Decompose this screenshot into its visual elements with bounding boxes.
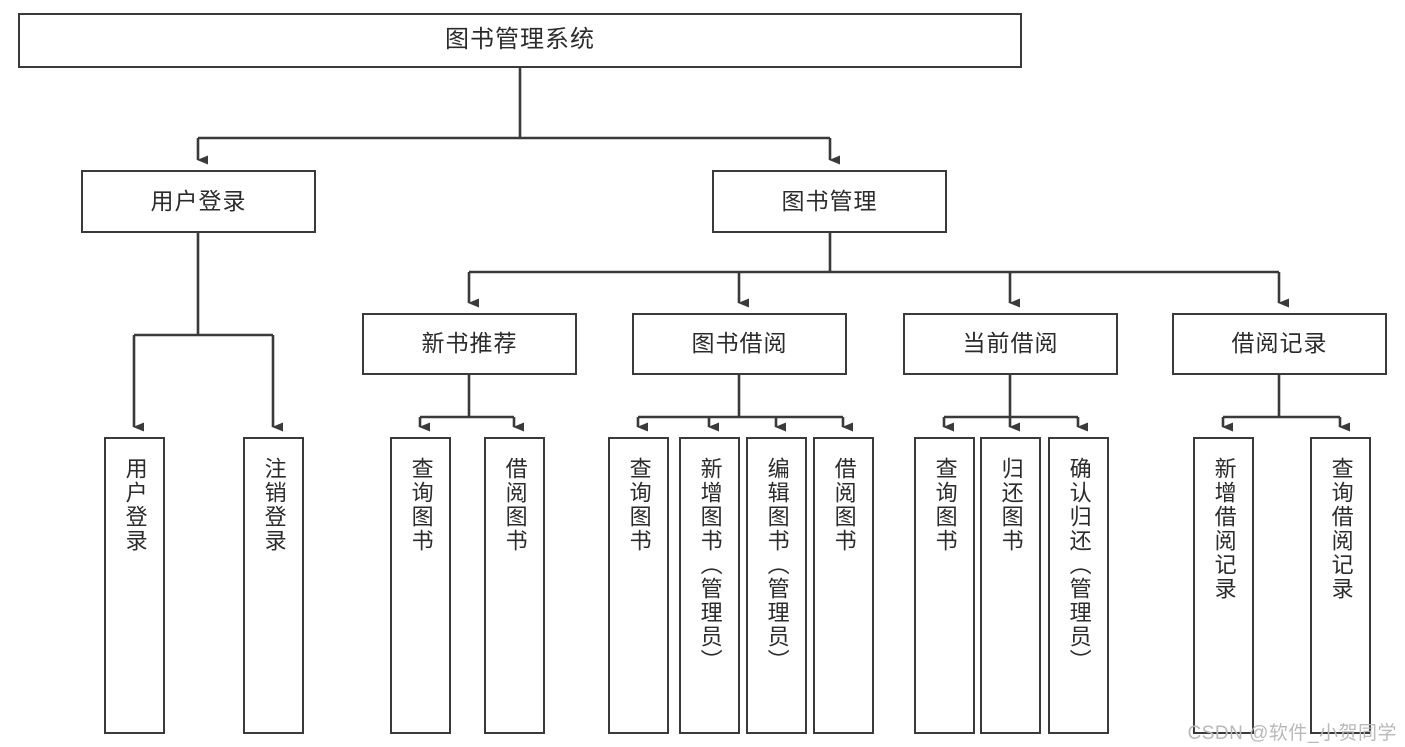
leaf-label: 查询图书 bbox=[408, 457, 434, 553]
leaf-edit-book-admin[interactable]: 编辑图书（管理员） bbox=[746, 437, 807, 734]
leaf-label: 归还图书 bbox=[998, 457, 1024, 553]
leaf-add-book-admin[interactable]: 新增图书（管理员） bbox=[679, 437, 740, 734]
leaf-borrow-book-2[interactable]: 借阅图书 bbox=[813, 437, 874, 734]
leaf-query-book-3[interactable]: 查询图书 bbox=[914, 437, 975, 734]
leaf-user-login[interactable]: 用户登录 bbox=[104, 437, 165, 734]
leaf-label: 查询图书 bbox=[932, 457, 958, 553]
node-book-manage[interactable]: 图书管理 bbox=[712, 170, 947, 233]
node-book-borrow[interactable]: 图书借阅 bbox=[632, 313, 847, 375]
node-borrow-record[interactable]: 借阅记录 bbox=[1172, 313, 1387, 375]
leaf-label: 借阅图书 bbox=[502, 457, 528, 553]
leaf-borrow-book-1[interactable]: 借阅图书 bbox=[484, 437, 545, 734]
leaf-return-book[interactable]: 归还图书 bbox=[980, 437, 1041, 734]
leaf-label: 用户登录 bbox=[122, 457, 148, 553]
leaf-label: 确认归还（管理员） bbox=[1066, 457, 1092, 673]
leaf-label: 借阅图书 bbox=[831, 457, 857, 553]
leaf-add-borrow-record[interactable]: 新增借阅记录 bbox=[1193, 437, 1254, 734]
leaf-label: 新增借阅记录 bbox=[1211, 457, 1237, 601]
node-new-book-recommend[interactable]: 新书推荐 bbox=[362, 313, 577, 375]
leaf-query-book-2[interactable]: 查询图书 bbox=[608, 437, 669, 734]
leaf-query-book-1[interactable]: 查询图书 bbox=[390, 437, 451, 734]
leaf-logout[interactable]: 注销登录 bbox=[243, 437, 304, 734]
node-current-borrow[interactable]: 当前借阅 bbox=[903, 313, 1118, 375]
csdn-watermark: CSDN @软件_小贺同学 bbox=[1187, 723, 1397, 744]
leaf-label: 编辑图书（管理员） bbox=[764, 457, 790, 673]
leaf-label: 新增图书（管理员） bbox=[697, 457, 723, 673]
leaf-label: 注销登录 bbox=[261, 457, 287, 553]
leaf-label: 查询借阅记录 bbox=[1328, 457, 1354, 601]
leaf-label: 查询图书 bbox=[626, 457, 652, 553]
leaf-confirm-return-admin[interactable]: 确认归还（管理员） bbox=[1048, 437, 1109, 734]
leaf-query-borrow-record[interactable]: 查询借阅记录 bbox=[1310, 437, 1371, 734]
node-root-system[interactable]: 图书管理系统 bbox=[18, 13, 1022, 68]
node-user-login[interactable]: 用户登录 bbox=[81, 170, 316, 233]
